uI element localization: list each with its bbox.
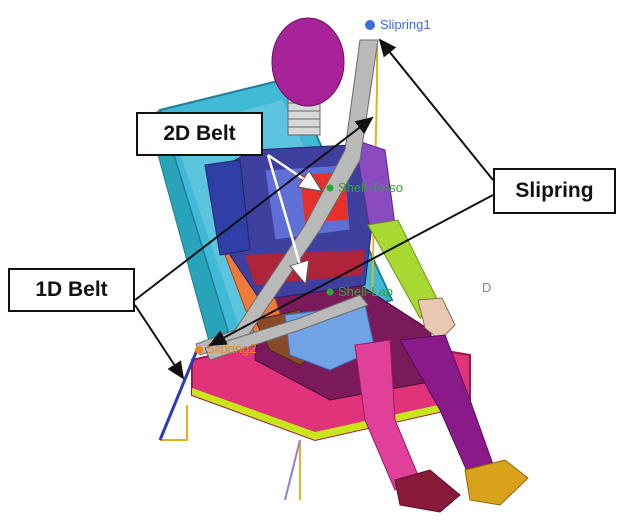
callout-2d-belt: 2D Belt xyxy=(136,112,263,156)
legs xyxy=(354,334,529,513)
slipring1-label: Slipring1 xyxy=(380,17,431,32)
marker-label: D xyxy=(482,280,491,295)
arrow-2d-torso xyxy=(267,153,320,190)
belt-1d-lines xyxy=(158,349,199,441)
callout-slipring: Slipring xyxy=(493,168,616,214)
slipring1-marker xyxy=(365,20,375,30)
arrow-slipring-bottom xyxy=(208,194,494,346)
lap-label: Shell-Lap xyxy=(338,284,393,299)
slipring2-marker xyxy=(195,346,203,354)
callout-1d-belt: 1D Belt xyxy=(8,268,135,312)
belt-2d-shape xyxy=(195,39,379,361)
arrow-slipring-top xyxy=(378,38,494,181)
head xyxy=(271,17,345,107)
arrow-1d-top xyxy=(134,116,374,301)
arrow-1d-bottom xyxy=(134,304,185,380)
arrow-2d-lap xyxy=(266,154,305,282)
right-arm xyxy=(354,139,456,341)
torso-marker xyxy=(326,184,334,192)
torso-label: Shell-Torso xyxy=(338,180,403,195)
belt-1d-lower xyxy=(284,439,301,501)
lap-marker xyxy=(326,288,334,296)
